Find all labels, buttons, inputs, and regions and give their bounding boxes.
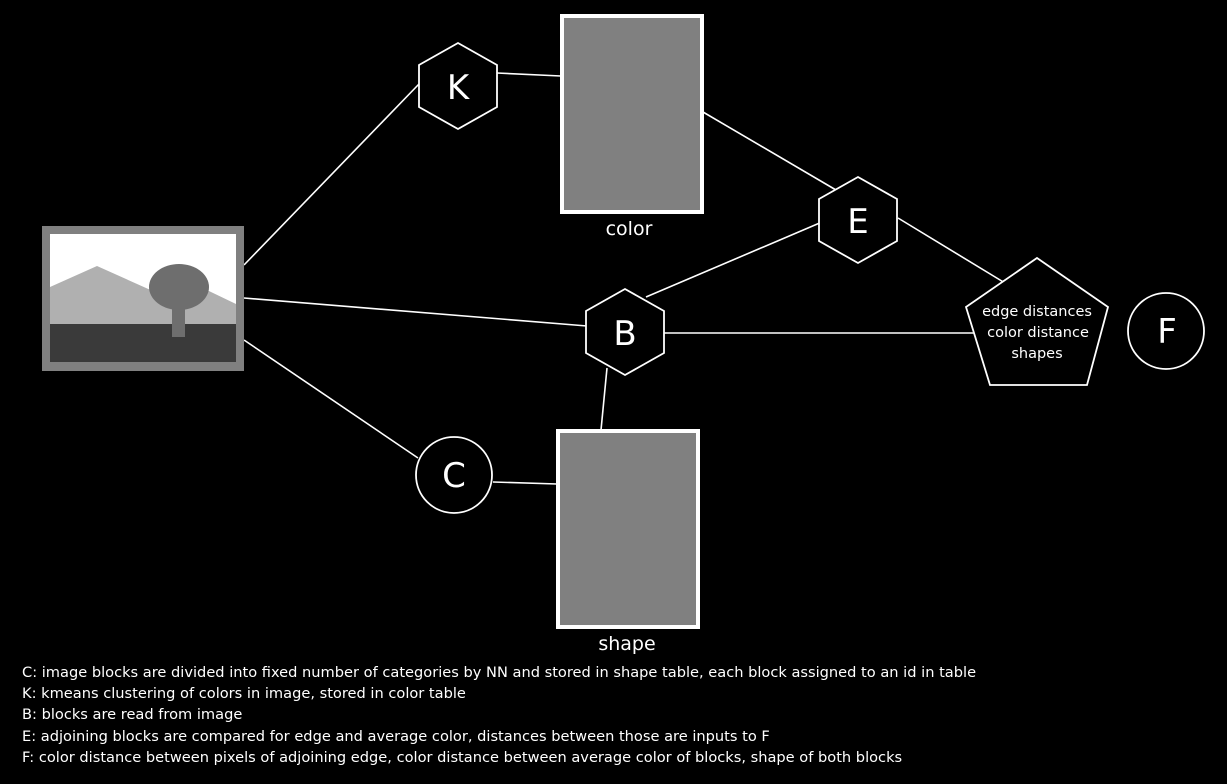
image-tree-trunk — [172, 303, 185, 337]
node-e — [818, 175, 898, 265]
legend-item-k: K: kmeans clustering of colors in image,… — [22, 685, 466, 703]
features-pentagon — [964, 256, 1110, 386]
color-table-label: color — [606, 218, 653, 240]
edge-color-e — [702, 111, 837, 191]
edge-b-shape — [600, 367, 608, 431]
node-f-label: F — [1157, 312, 1177, 352]
landscape-image-icon — [42, 226, 244, 371]
shape-table — [556, 429, 700, 629]
edge-image-b — [243, 297, 588, 327]
edge-k-color — [496, 72, 562, 77]
image-ground — [50, 324, 236, 362]
node-c-label: C — [442, 456, 466, 496]
color-table — [560, 14, 704, 214]
node-e-label: E — [847, 202, 868, 242]
legend-item-f: F: color distance between pixels of adjo… — [22, 748, 903, 766]
edge-b-e — [645, 221, 823, 298]
image-tree-crown — [149, 264, 209, 310]
node-k — [418, 41, 498, 131]
legend: C: image blocks are divided into fixed n… — [22, 662, 1212, 768]
legend-item-e: E: adjoining blocks are compared for edg… — [22, 727, 770, 745]
node-k-label: K — [447, 68, 471, 108]
legend-item-c: C: image blocks are divided into fixed n… — [22, 664, 977, 681]
legend-item-b: B: blocks are read from image — [22, 706, 243, 724]
edge-e-pentagon — [897, 217, 1006, 284]
edge-image-k — [243, 83, 420, 266]
node-b — [585, 287, 665, 377]
pentagon-line-3: shapes — [1011, 346, 1062, 362]
edge-c-shape — [492, 481, 558, 485]
node-c — [415, 436, 493, 514]
pentagon-line-1: edge distances — [982, 304, 1092, 320]
node-f — [1127, 292, 1205, 370]
connectors — [243, 72, 1006, 485]
pentagon-line-2: color distance — [987, 325, 1089, 341]
image-mountain — [50, 266, 236, 326]
node-b-label: B — [613, 314, 636, 354]
edge-image-c — [243, 339, 419, 459]
shape-table-label: shape — [598, 633, 655, 655]
